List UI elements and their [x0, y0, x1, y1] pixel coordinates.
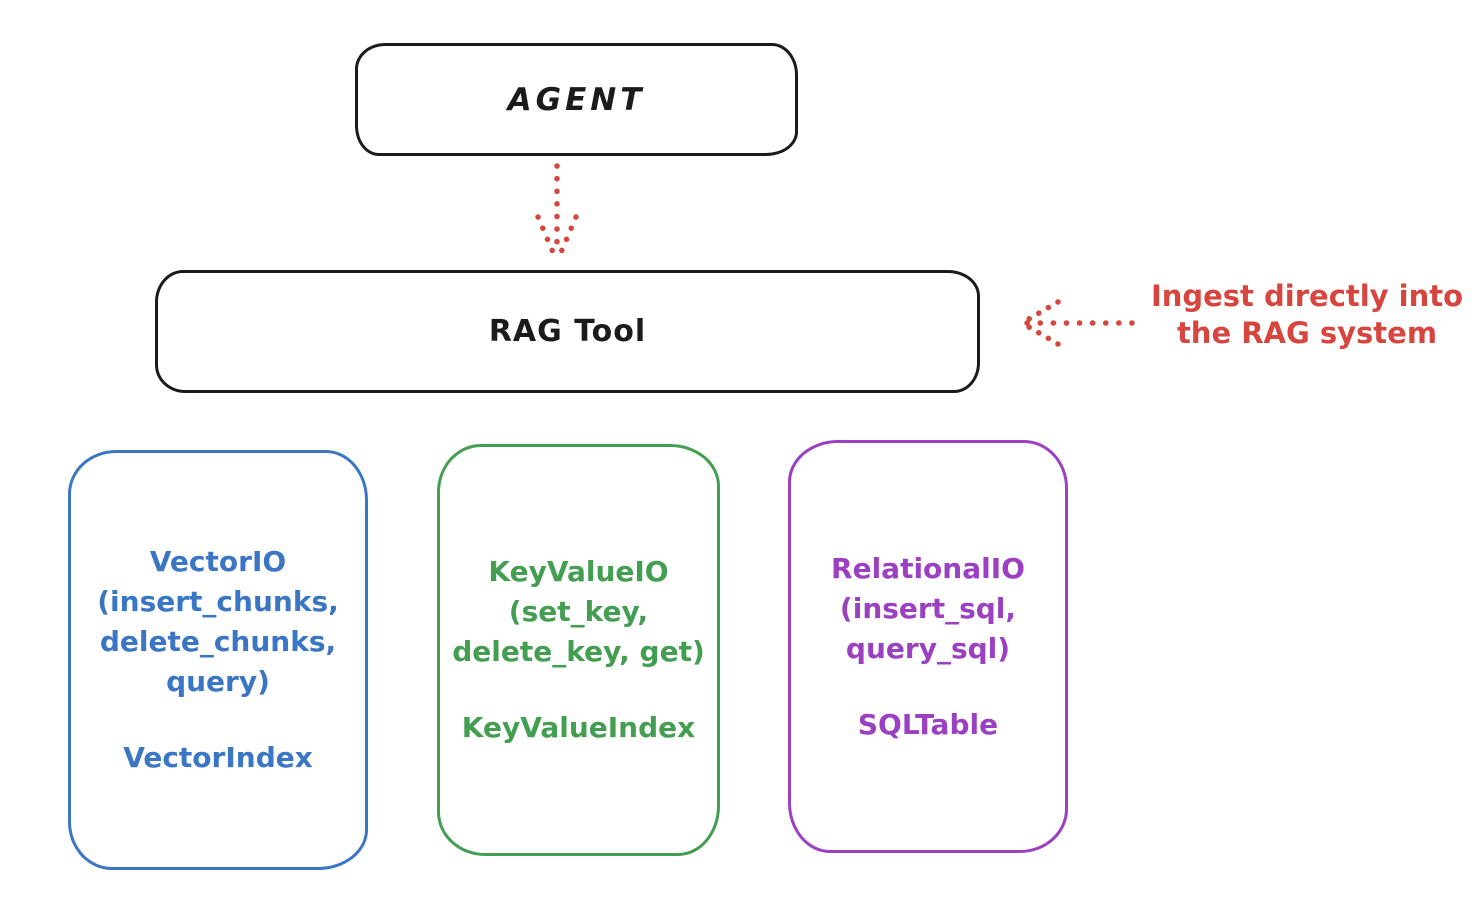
keyvalue-io-signature: KeyValueIO (set_key, delete_key, get): [452, 555, 705, 668]
agent-node: AGENT: [355, 43, 798, 156]
relational-io-signature: RelationalIO (insert_sql, query_sql): [831, 551, 1025, 665]
ingest-annotation-line1: Ingest directly into: [1150, 279, 1464, 313]
rag-tool-label: RAG Tool: [488, 314, 647, 349]
sql-table-label: SQLTable: [857, 707, 999, 741]
ingest-arrow-icon: [1019, 299, 1135, 347]
vector-index-label: VectorIndex: [123, 741, 313, 774]
vector-io-node: VectorIO (insert_chunks, delete_chunks, …: [68, 450, 368, 870]
keyvalue-io-node: KeyValueIO (set_key, delete_key, get) Ke…: [437, 444, 720, 856]
agent-to-ragtool-arrow-icon: [535, 163, 579, 260]
relational-io-node: RelationalIO (insert_sql, query_sql) SQL…: [788, 440, 1068, 853]
ingest-annotation-line2: the RAG system: [1176, 316, 1438, 350]
vector-io-signature: VectorIO (insert_chunks, delete_chunks, …: [97, 545, 339, 698]
keyvalue-index-label: KeyValueIndex: [461, 711, 696, 744]
ingest-annotation: Ingest directly into the RAG system: [1140, 278, 1474, 352]
rag-tool-node: RAG Tool: [155, 270, 980, 393]
agent-label: AGENT: [507, 81, 646, 118]
